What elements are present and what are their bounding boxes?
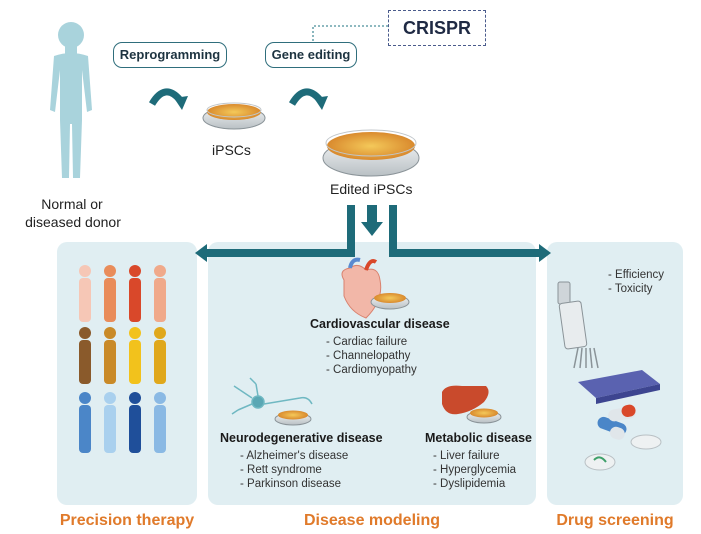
ipsc-dish-icon — [202, 102, 266, 130]
pills-icon — [584, 404, 662, 471]
distribution-arrows — [195, 205, 551, 262]
drug-item: - Toxicity — [608, 283, 653, 295]
cardio-title: Cardiovascular disease — [310, 317, 450, 331]
ipscs-label: iPSCs — [212, 142, 251, 158]
precision-therapy-title: Precision therapy — [59, 512, 195, 529]
crispr-connector — [312, 25, 388, 42]
pipette-icon — [557, 281, 599, 369]
cardio-item: - Cardiac failure — [326, 336, 408, 348]
neuro-title: Neurodegenerative disease — [220, 431, 383, 445]
reprogramming-label: Reprogramming — [113, 42, 227, 68]
heart-icon — [341, 257, 382, 319]
drug-item: - Efficiency — [608, 269, 665, 281]
edited-ipscs-label: Edited iPSCs — [330, 181, 413, 197]
gene-editing-arrow-icon — [288, 88, 328, 110]
neuro-item: - Parkinson disease — [240, 478, 341, 490]
neuro-dish-icon — [274, 410, 312, 426]
liver-icon — [442, 385, 489, 415]
metabolic-dish-icon — [466, 408, 502, 424]
metabolic-item: - Hyperglycemia — [433, 464, 517, 476]
metabolic-item: - Liver failure — [433, 450, 500, 462]
metabolic-title: Metabolic disease — [425, 431, 532, 445]
gene-editing-label: Gene editing — [265, 42, 357, 68]
cardio-dish-icon — [370, 293, 410, 310]
cardio-item: - Cardiomyopathy — [326, 364, 417, 376]
population-figures-icon — [79, 265, 166, 453]
cardio-item: - Channelopathy — [326, 350, 411, 362]
neuro-item: - Alzheimer's disease — [240, 450, 349, 462]
neuron-icon — [231, 377, 313, 415]
crispr-label: CRISPR — [388, 10, 486, 46]
well-plate-icon — [578, 370, 660, 404]
donor-label-line1: Normal or — [41, 196, 103, 212]
donor-body-icon — [50, 22, 92, 178]
donor-label-line2: diseased donor — [25, 214, 121, 230]
reprogramming-arrow-icon — [148, 88, 188, 110]
drug-screening-title: Drug screening — [556, 512, 674, 529]
disease-modeling-title: Disease modeling — [303, 512, 441, 529]
edited-ipsc-dish-icon — [322, 129, 420, 177]
metabolic-item: - Dyslipidemia — [433, 478, 506, 490]
neuro-item: - Rett syndrome — [240, 464, 322, 476]
